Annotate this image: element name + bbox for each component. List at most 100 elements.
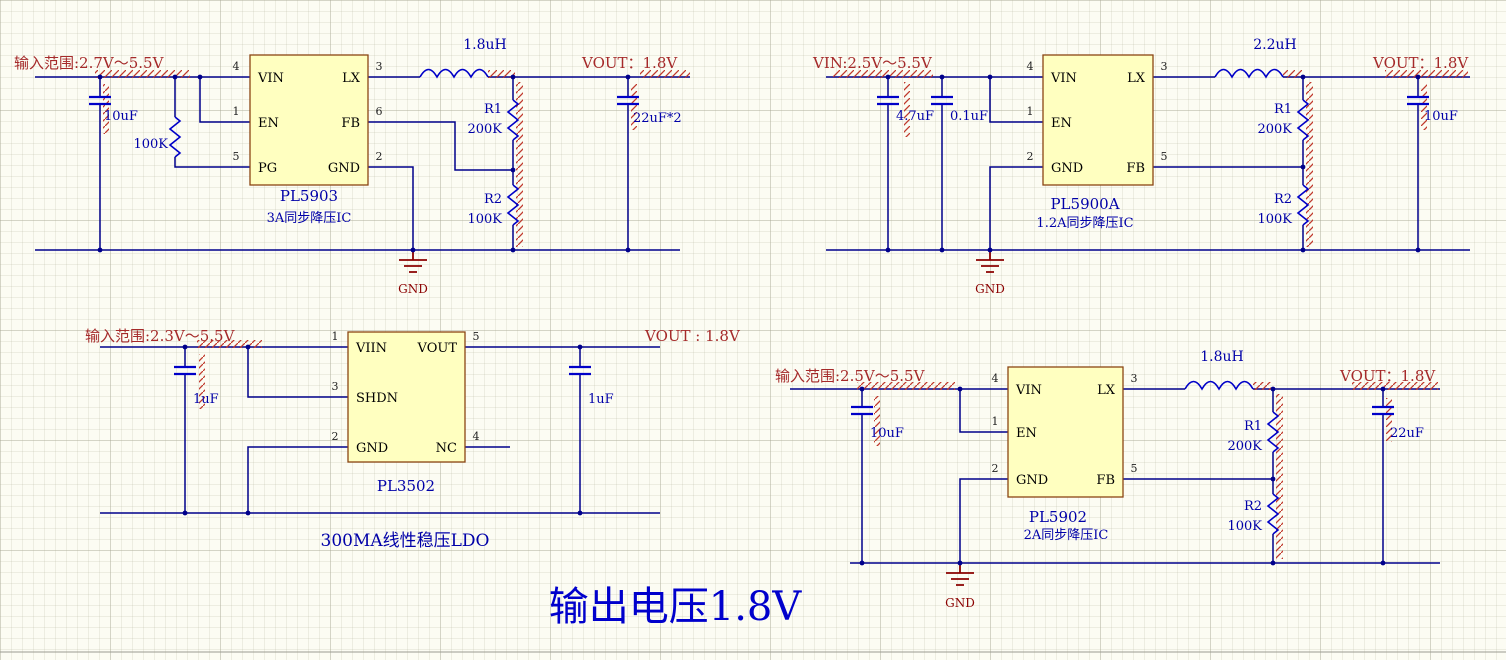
pin-name-lx: LX <box>342 71 361 86</box>
error-hatch <box>1352 382 1438 390</box>
pin-number: 5 <box>473 330 480 343</box>
error-hatch <box>1385 70 1468 78</box>
pin-number: 2 <box>1027 150 1034 163</box>
resistor-r1 <box>1266 411 1280 453</box>
circuit-pl5900a: VIN:2.5V～5.5V 4.7uF 0.1uF 4 1 2 3 5 VIN … <box>812 37 1470 296</box>
capacitor-output <box>1372 405 1394 416</box>
error-hatch <box>1253 382 1271 390</box>
net-label-input: 输入范围:2.5V～5.5V <box>775 367 926 385</box>
pin-number: 3 <box>1131 372 1138 385</box>
ic-body-pl5902 <box>1007 366 1124 498</box>
capacitor-output <box>569 365 591 376</box>
pin-name-vin: VIN <box>1015 383 1042 398</box>
inductor <box>1184 380 1254 391</box>
pin-name-en: EN <box>258 116 279 131</box>
error-hatch <box>904 82 910 137</box>
error-hatch <box>197 340 262 348</box>
ic-name: PL5903 <box>280 187 338 205</box>
error-hatch <box>1386 398 1392 442</box>
junction-dots <box>859 386 1386 566</box>
error-hatch <box>833 70 933 78</box>
pin-name-shdn: SHDN <box>356 391 398 406</box>
pin-name-fb: FB <box>1126 161 1145 176</box>
gnd-label: GND <box>975 282 1005 296</box>
circuit-pl5902: 输入范围:2.5V～5.5V 10uF 4 1 2 3 5 VIN LX EN … <box>775 349 1440 610</box>
r2-ref: R2 <box>1244 499 1262 514</box>
net-label-input: 输入范围:2.3V～5.5V <box>85 327 236 345</box>
pin-number: 4 <box>992 372 999 385</box>
cap-value: 4.7uF <box>896 109 934 124</box>
pin-number: 3 <box>332 380 339 393</box>
r1-value: 200K <box>467 122 502 137</box>
ic-body-pl5900a <box>1042 54 1154 186</box>
inductor-value: 1.8uH <box>463 37 507 53</box>
error-hatch <box>488 70 515 78</box>
pin-name-fb: FB <box>341 116 360 131</box>
pin-number: 5 <box>233 150 240 163</box>
capacitor-input-1 <box>877 95 899 106</box>
gnd-label: GND <box>945 596 975 610</box>
ic-description: 3A同步降压IC <box>267 211 352 226</box>
pin-number: 1 <box>992 415 999 428</box>
inductor-value: 1.8uH <box>1200 349 1244 365</box>
sheet-title: 输出电压1.8V <box>549 584 803 630</box>
resistor-r2 <box>506 184 520 226</box>
r1-ref: R1 <box>484 102 502 117</box>
pin-number: 1 <box>332 330 339 343</box>
ic-description: 1.2A同步降压IC <box>1036 216 1133 231</box>
gnd-symbol <box>976 250 1004 273</box>
r2-ref: R2 <box>1274 192 1292 207</box>
pin-name-vin: VIN <box>257 71 284 86</box>
net-label-input: 输入范围:2.7V～5.5V <box>14 54 165 72</box>
ic-name: PL5900A <box>1050 195 1119 213</box>
cap-value: 1uF <box>588 392 614 407</box>
r1-ref: R1 <box>1244 419 1262 434</box>
cap-value: 10uF <box>1424 109 1458 124</box>
circuit-pl5903: 输入范围:2.7V～5.5V 10uF 100K 4 1 5 3 6 2 VIN… <box>14 37 690 296</box>
pin-name-lx: LX <box>1097 383 1116 398</box>
cap-value: 10uF <box>104 109 138 124</box>
r2-ref: R2 <box>484 192 502 207</box>
cap-value: 22uF*2 <box>633 111 682 126</box>
pin-number: 2 <box>332 430 339 443</box>
resistor-value: 100K <box>133 137 168 152</box>
error-hatch <box>199 354 205 409</box>
error-hatch <box>1276 394 1283 559</box>
resistor-r1 <box>1296 99 1310 141</box>
resistor-r2 <box>1296 184 1310 226</box>
net-label-input: VIN:2.5V～5.5V <box>812 54 933 72</box>
pin-name-nc: NC <box>436 441 457 456</box>
error-hatch <box>516 82 523 247</box>
pin-name-en: EN <box>1051 116 1072 131</box>
pin-name-viin: VIIN <box>355 341 387 356</box>
ic-description: 300MA线性稳压LDO <box>321 531 490 551</box>
inductor-value: 2.2uH <box>1253 37 1297 53</box>
inductor <box>1214 68 1284 79</box>
net-label-vout: VOUT：1.8V <box>581 54 678 72</box>
inductor <box>419 68 489 79</box>
junction-dots <box>97 74 631 253</box>
capacitor-output <box>1407 95 1429 106</box>
pin-number: 3 <box>376 60 383 73</box>
ic-name: PL3502 <box>377 477 435 495</box>
wires <box>826 76 1470 251</box>
cap-value: 22uF <box>1390 426 1424 441</box>
junction-dots <box>885 74 1421 253</box>
error-hatch <box>640 70 690 78</box>
pin-number: 2 <box>992 462 999 475</box>
pin-number: 2 <box>376 150 383 163</box>
r2-value: 100K <box>1257 212 1292 227</box>
error-hatch <box>1421 84 1427 130</box>
error-hatch <box>874 396 880 446</box>
pin-name-vout: VOUT <box>417 341 458 356</box>
pin-name-lx: LX <box>1127 71 1146 86</box>
error-hatch <box>1306 82 1313 247</box>
resistor-r2 <box>1266 493 1280 535</box>
ic-body-pl3502 <box>347 331 466 463</box>
gnd-symbol <box>946 563 974 586</box>
junction-dots <box>182 344 583 516</box>
pin-name-fb: FB <box>1096 473 1115 488</box>
pin-name-gnd: GND <box>328 161 360 176</box>
pin-name-gnd: GND <box>1051 161 1083 176</box>
